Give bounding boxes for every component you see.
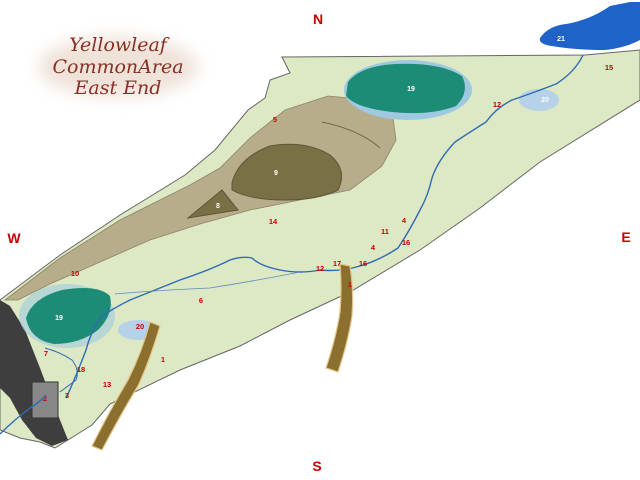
gatehouse: [31, 381, 59, 419]
stream-path: [114, 271, 301, 295]
compass-west: W: [7, 230, 21, 246]
label-1-track: 1: [348, 280, 352, 289]
map-title: Yellowleaf CommonArea East End: [38, 34, 198, 99]
title-line-2: CommonArea: [52, 56, 183, 78]
common-area-boundary: [0, 49, 640, 449]
sea-area: [539, 2, 640, 50]
lake-north: [346, 63, 465, 114]
hilltop-small: [186, 189, 239, 219]
label-4-upper: 4: [402, 216, 407, 225]
sea-label: 21: [557, 36, 565, 43]
lake-west-label: 19: [55, 315, 63, 322]
label-6: 6: [199, 296, 203, 305]
lake-west: [26, 288, 111, 344]
hilltop-large: [231, 143, 343, 201]
location-labels: 15 12 5 14 11 4 16 4 16 17 12 1 6 10 20 …: [44, 63, 613, 400]
compass-south: S: [312, 458, 321, 474]
label-2: 2: [43, 394, 47, 403]
compass-north: N: [313, 11, 323, 27]
label-3: 3: [65, 391, 69, 400]
compass-east: E: [621, 229, 630, 245]
label-15: 15: [605, 63, 613, 72]
track-south-east: [325, 263, 354, 373]
label-4-lower: 4: [371, 243, 376, 252]
lake-north-label: 19: [407, 86, 415, 93]
label-11: 11: [381, 227, 389, 236]
pond-ne-label: 20: [541, 97, 549, 104]
label-16-lower: 16: [359, 259, 367, 268]
stream-west: [44, 347, 78, 393]
label-1-south: 1: [161, 355, 165, 364]
label-16-upper: 16: [402, 238, 410, 247]
main-river: [65, 54, 584, 399]
title-line-1: Yellowleaf: [69, 34, 170, 56]
label-5: 5: [273, 115, 277, 124]
hilltop-large-label: 9: [274, 170, 278, 177]
label-10: 10: [71, 269, 79, 278]
label-12-north: 12: [493, 100, 501, 109]
track-south-west: [91, 321, 161, 451]
title-line-3: East End: [74, 77, 162, 99]
label-12-mid: 12: [316, 264, 324, 273]
label-20-west: 20: [136, 322, 144, 331]
pond-ne: [519, 89, 559, 111]
label-17: 17: [333, 259, 341, 268]
hilltop-small-label: 8: [216, 203, 220, 210]
label-18: 18: [77, 365, 85, 374]
label-7: 7: [44, 349, 48, 358]
label-14: 14: [269, 217, 278, 226]
label-13: 13: [103, 380, 111, 389]
